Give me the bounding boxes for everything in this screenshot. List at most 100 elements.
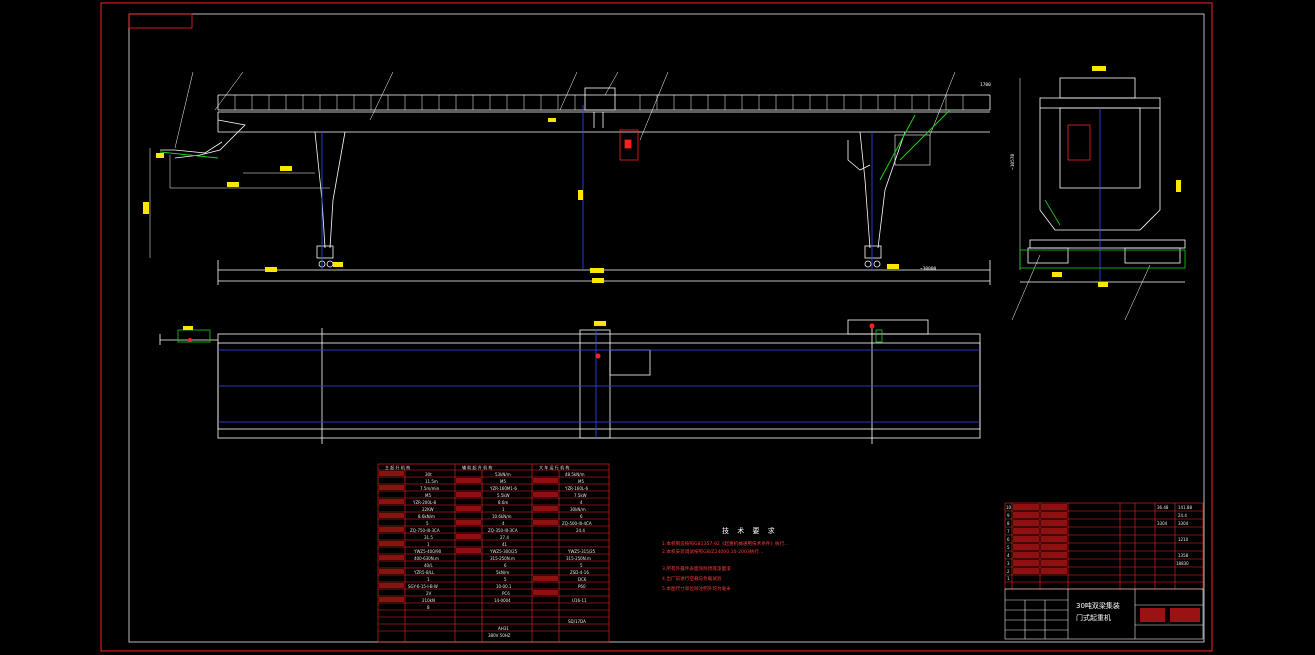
spec-cell: YZR-200L-8 xyxy=(412,500,436,505)
front-elevation xyxy=(149,71,991,285)
spec-cell: 5 xyxy=(580,563,583,568)
plan-dimension-tags xyxy=(183,321,606,330)
inner-frame xyxy=(128,13,1205,643)
spec-cell: SGY-6-15-I-B-W xyxy=(408,584,438,589)
spec-cell: YWZ5-400/90 xyxy=(413,549,442,554)
spec-col3-values: 48.5kN/m M5 YZR-160L-6 7.5kW 4 30kN/m 6 … xyxy=(562,472,596,624)
spec-cell: 10-00.1 xyxy=(496,584,512,589)
top-left-tag xyxy=(128,13,193,29)
spec-cell: 7.5m/min xyxy=(420,486,440,491)
spec-cell: 14-0004 xyxy=(494,598,511,603)
part-value: 18830 xyxy=(1176,561,1189,566)
spec-cell: 22KW xyxy=(422,507,434,512)
spec-cell: 41 xyxy=(502,542,508,547)
side-dimension-tags xyxy=(1052,66,1181,287)
spec-cell: 400-630N.m xyxy=(414,556,439,561)
spec-cell: M5 xyxy=(578,479,584,484)
part-value: 3304 xyxy=(1178,521,1189,526)
title-block-stamp xyxy=(1140,608,1200,622)
spec-cell: YZR-160L-6 xyxy=(564,486,588,491)
spec-cell: 1 xyxy=(502,507,505,512)
front-centerlines xyxy=(321,105,873,270)
spec-header-3: 大 车 运 行 机 构 xyxy=(539,464,569,470)
side-elevation xyxy=(1011,77,1186,321)
dim-top-right: 1700 xyxy=(980,82,991,88)
spec-cell: 31.5 xyxy=(424,535,433,540)
part-number: 6 xyxy=(1007,537,1010,542)
part-number: 10 xyxy=(1006,505,1012,510)
spec-cell: SD/17DA xyxy=(568,619,586,624)
plan-view xyxy=(159,319,981,444)
part-number: 1 xyxy=(1007,576,1010,581)
spec-cell: 380V 50HZ xyxy=(488,633,511,638)
part-value: 3304 xyxy=(1157,521,1168,526)
spec-col1-values: 30t 11.5m 7.5m/min M5 YZR-200L-8 22KW 8.… xyxy=(408,472,442,610)
spec-cell: YWZ5-300/25 xyxy=(489,549,518,554)
spec-header-1: 主 起 升 机 构 xyxy=(385,464,410,470)
spec-table-cells xyxy=(379,471,558,602)
truss-verticals xyxy=(234,95,964,110)
spec-cell: 40/L xyxy=(424,563,433,568)
part-number: 5 xyxy=(1007,545,1010,550)
part-value: 1358 xyxy=(1178,553,1189,558)
spec-table xyxy=(377,463,610,643)
note-line-4: 4.出厂前进行空载与负载试验 xyxy=(662,575,722,582)
part-value: 141.88 xyxy=(1178,505,1192,510)
spec-cell: 7.5kW xyxy=(574,493,587,498)
notes-title: 技 术 要 求 xyxy=(722,526,778,535)
spec-cell: U16-11 xyxy=(572,598,587,603)
spec-cell: M5 xyxy=(425,493,431,498)
spec-cell: ZQ-500-III-4CA xyxy=(562,521,592,526)
spec-header-2: 辅 助 起 升 机 构 xyxy=(462,464,492,470)
parts-values: 36.48 141.88 24.4 3304 3304 1210 1358 18… xyxy=(1157,505,1192,566)
spec-cell: 8.6m xyxy=(498,500,508,505)
spec-cell: P60 xyxy=(578,584,586,589)
plan-centerlines xyxy=(218,330,980,438)
part-number: 7 xyxy=(1007,529,1010,534)
plan-red-markers xyxy=(188,323,875,359)
plan-green-members xyxy=(177,329,883,343)
spec-cell: 2V xyxy=(426,591,432,596)
spec-cell: 11.5m xyxy=(425,479,438,484)
spec-cell: 4 xyxy=(580,500,583,505)
part-number: 8 xyxy=(1007,521,1010,526)
title-block xyxy=(1004,588,1204,640)
spec-cell: 10.6kN/m xyxy=(492,514,512,519)
spec-cell: YZR-160M1-6 xyxy=(489,486,517,491)
spec-cell: 27.4 xyxy=(500,535,509,540)
spec-col2-values: 53kN/m M5 YZR-160M1-6 5.5kW 8.6m 1 10.6k… xyxy=(488,472,518,638)
note-line-5: 5.本图尺寸单位除注明外均为毫米 xyxy=(662,585,731,592)
side-green-members xyxy=(1019,199,1186,269)
spec-cell: 48.5kN/m xyxy=(565,472,585,477)
spec-cell: 5 xyxy=(426,521,429,526)
drawing-title-line-2: 门式起重机 xyxy=(1076,613,1111,622)
part-number: 3 xyxy=(1007,561,1010,566)
technical-notes: 1.本机制造按照GB1357-92《起重机械通用技术条件》执行... 2.本机安… xyxy=(662,540,789,592)
spec-cell: DC6 xyxy=(578,577,587,582)
spec-cell: 315-250N.m xyxy=(490,556,515,561)
spec-cell: 1 xyxy=(427,577,430,582)
spec-cell: YWZ5-315/25 xyxy=(567,549,596,554)
part-value: 24.4 xyxy=(1178,513,1187,518)
spec-cell: 30kN/m xyxy=(570,507,586,512)
spec-cell: 315-250N.m xyxy=(566,556,591,561)
spec-cell: 5 xyxy=(504,577,507,582)
spec-cell: YZR5-8/LL xyxy=(413,570,435,575)
spec-cell: 30t xyxy=(425,472,432,477)
spec-cell: 5kN/m xyxy=(496,570,509,575)
dim-span-main: ~30000 xyxy=(920,266,937,272)
note-line-2: 2.本机安装调试按照GB/Z24000.10-2003执行... xyxy=(662,548,763,555)
outer-frame xyxy=(100,2,1213,652)
part-number: 9 xyxy=(1007,513,1010,518)
part-number: 4 xyxy=(1007,553,1010,558)
spec-headers: 主 起 升 机 构 辅 助 起 升 机 构 大 车 运 行 机 构 xyxy=(385,464,569,470)
parts-list-cells xyxy=(1013,504,1067,574)
spec-cell: 6 xyxy=(580,514,583,519)
spec-cell: AH31 xyxy=(498,626,509,631)
front-dimension-tags xyxy=(143,118,899,283)
spec-cell: 1 xyxy=(427,542,430,547)
dim-height-side: ~10570 xyxy=(1010,153,1016,170)
front-hoist xyxy=(619,129,639,161)
parts-item-numbers: 10 9 8 7 6 5 4 3 2 1 xyxy=(1006,505,1012,581)
spec-cell: 6 xyxy=(504,563,507,568)
